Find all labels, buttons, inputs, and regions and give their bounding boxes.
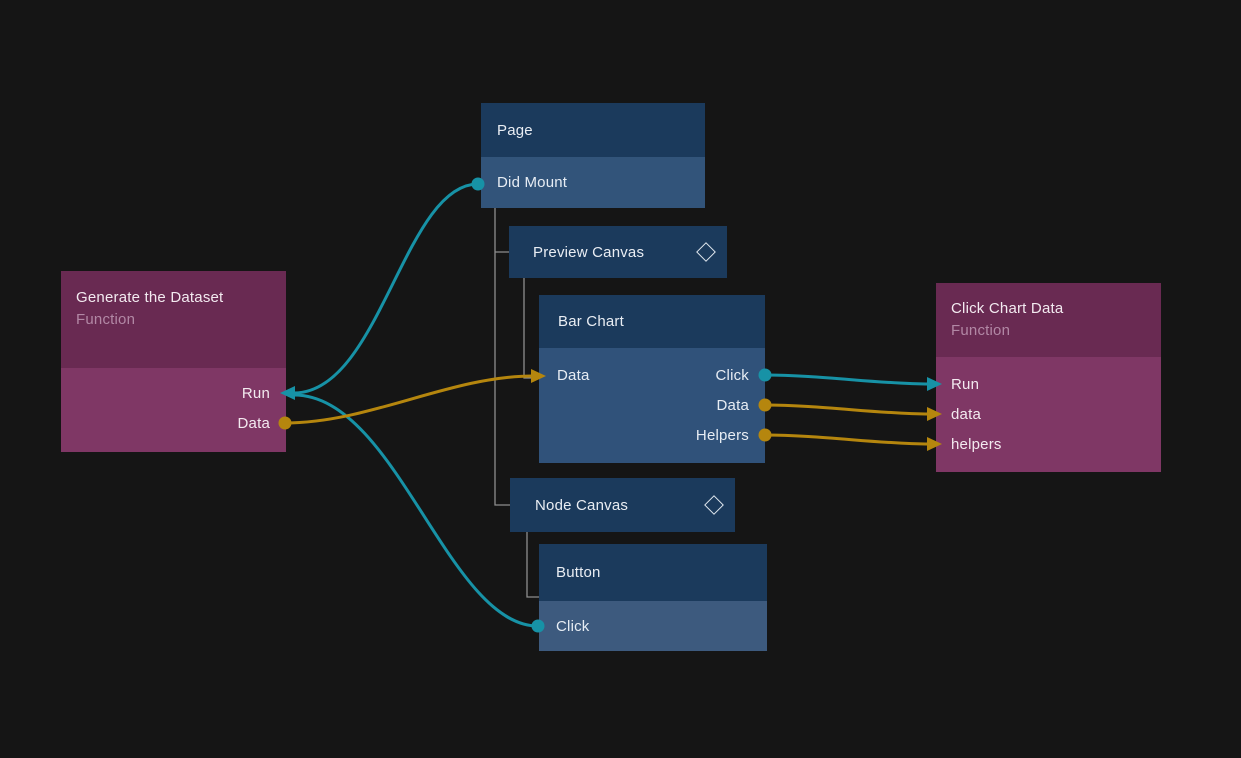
diamond-icon xyxy=(704,495,724,515)
port-label: Did Mount xyxy=(497,174,568,191)
node-title: Bar Chart xyxy=(558,313,624,330)
port-label: Run xyxy=(241,384,270,402)
node-title: Node Canvas xyxy=(535,496,629,514)
port-label: helpers xyxy=(951,435,1002,453)
port-run[interactable]: Run xyxy=(951,369,1146,399)
wire-chartclick-to-run[interactable] xyxy=(764,373,930,386)
node-title: Click Chart Data xyxy=(951,300,1064,317)
node-generate-dataset[interactable]: Generate the Dataset Function Run Data xyxy=(61,271,286,452)
node-node-canvas[interactable]: Node Canvas xyxy=(510,478,735,532)
port-label: Data xyxy=(237,414,270,432)
wire-chartdata-to-data[interactable] xyxy=(764,403,930,416)
tree-connector-preview-barchart xyxy=(523,278,538,379)
wire-didmount-to-run[interactable] xyxy=(293,182,479,395)
port-click[interactable]: Click xyxy=(539,601,767,651)
port-run[interactable]: Run xyxy=(77,378,270,408)
node-body: Run data helpers xyxy=(936,357,1161,472)
diamond-icon xyxy=(696,242,716,262)
node-header: Bar Chart xyxy=(539,295,765,348)
port-label: Click xyxy=(556,617,590,635)
node-title: Button xyxy=(556,564,601,581)
wire-data-to-barchart[interactable] xyxy=(284,374,534,425)
node-header: Generate the Dataset Function xyxy=(61,271,286,368)
tree-connector-nodecanvas-button xyxy=(526,532,539,598)
node-button[interactable]: Button Click xyxy=(539,544,767,651)
node-header: Page xyxy=(481,103,705,157)
node-preview-canvas[interactable]: Preview Canvas xyxy=(509,226,727,278)
port-helpers[interactable]: helpers xyxy=(951,429,1146,459)
node-title: Preview Canvas xyxy=(533,243,645,261)
port-label: Run xyxy=(951,375,980,393)
node-title: Page xyxy=(497,121,533,139)
port-helpers-output[interactable]: Helpers xyxy=(695,426,749,444)
wire-helpers-to-helpers[interactable] xyxy=(764,433,930,446)
port-did-mount[interactable]: Did Mount xyxy=(481,157,705,208)
node-bar-chart[interactable]: Bar Chart Data Click Data Helpers xyxy=(539,295,765,463)
node-click-chart-data[interactable]: Click Chart Data Function Run data helpe… xyxy=(936,283,1161,472)
port-data[interactable]: Data xyxy=(77,408,270,438)
node-header: Button xyxy=(539,544,767,601)
port-data-output[interactable]: Data xyxy=(716,396,749,414)
port-label: data xyxy=(951,405,981,423)
node-subtitle: Function xyxy=(951,322,1011,339)
port-data-input[interactable]: Data xyxy=(557,366,590,384)
node-page[interactable]: Page Did Mount xyxy=(481,103,705,208)
tree-connector-page-children xyxy=(494,208,510,506)
node-title: Generate the Dataset xyxy=(76,289,224,306)
wire-buttonclick-to-run[interactable] xyxy=(293,393,539,628)
port-click-output[interactable]: Click xyxy=(715,366,749,384)
node-header: Click Chart Data Function xyxy=(936,283,1161,357)
node-body: Run Data xyxy=(61,368,286,452)
node-body: Data Click Data Helpers xyxy=(539,348,765,463)
node-subtitle: Function xyxy=(76,311,136,328)
port-data[interactable]: data xyxy=(951,399,1146,429)
